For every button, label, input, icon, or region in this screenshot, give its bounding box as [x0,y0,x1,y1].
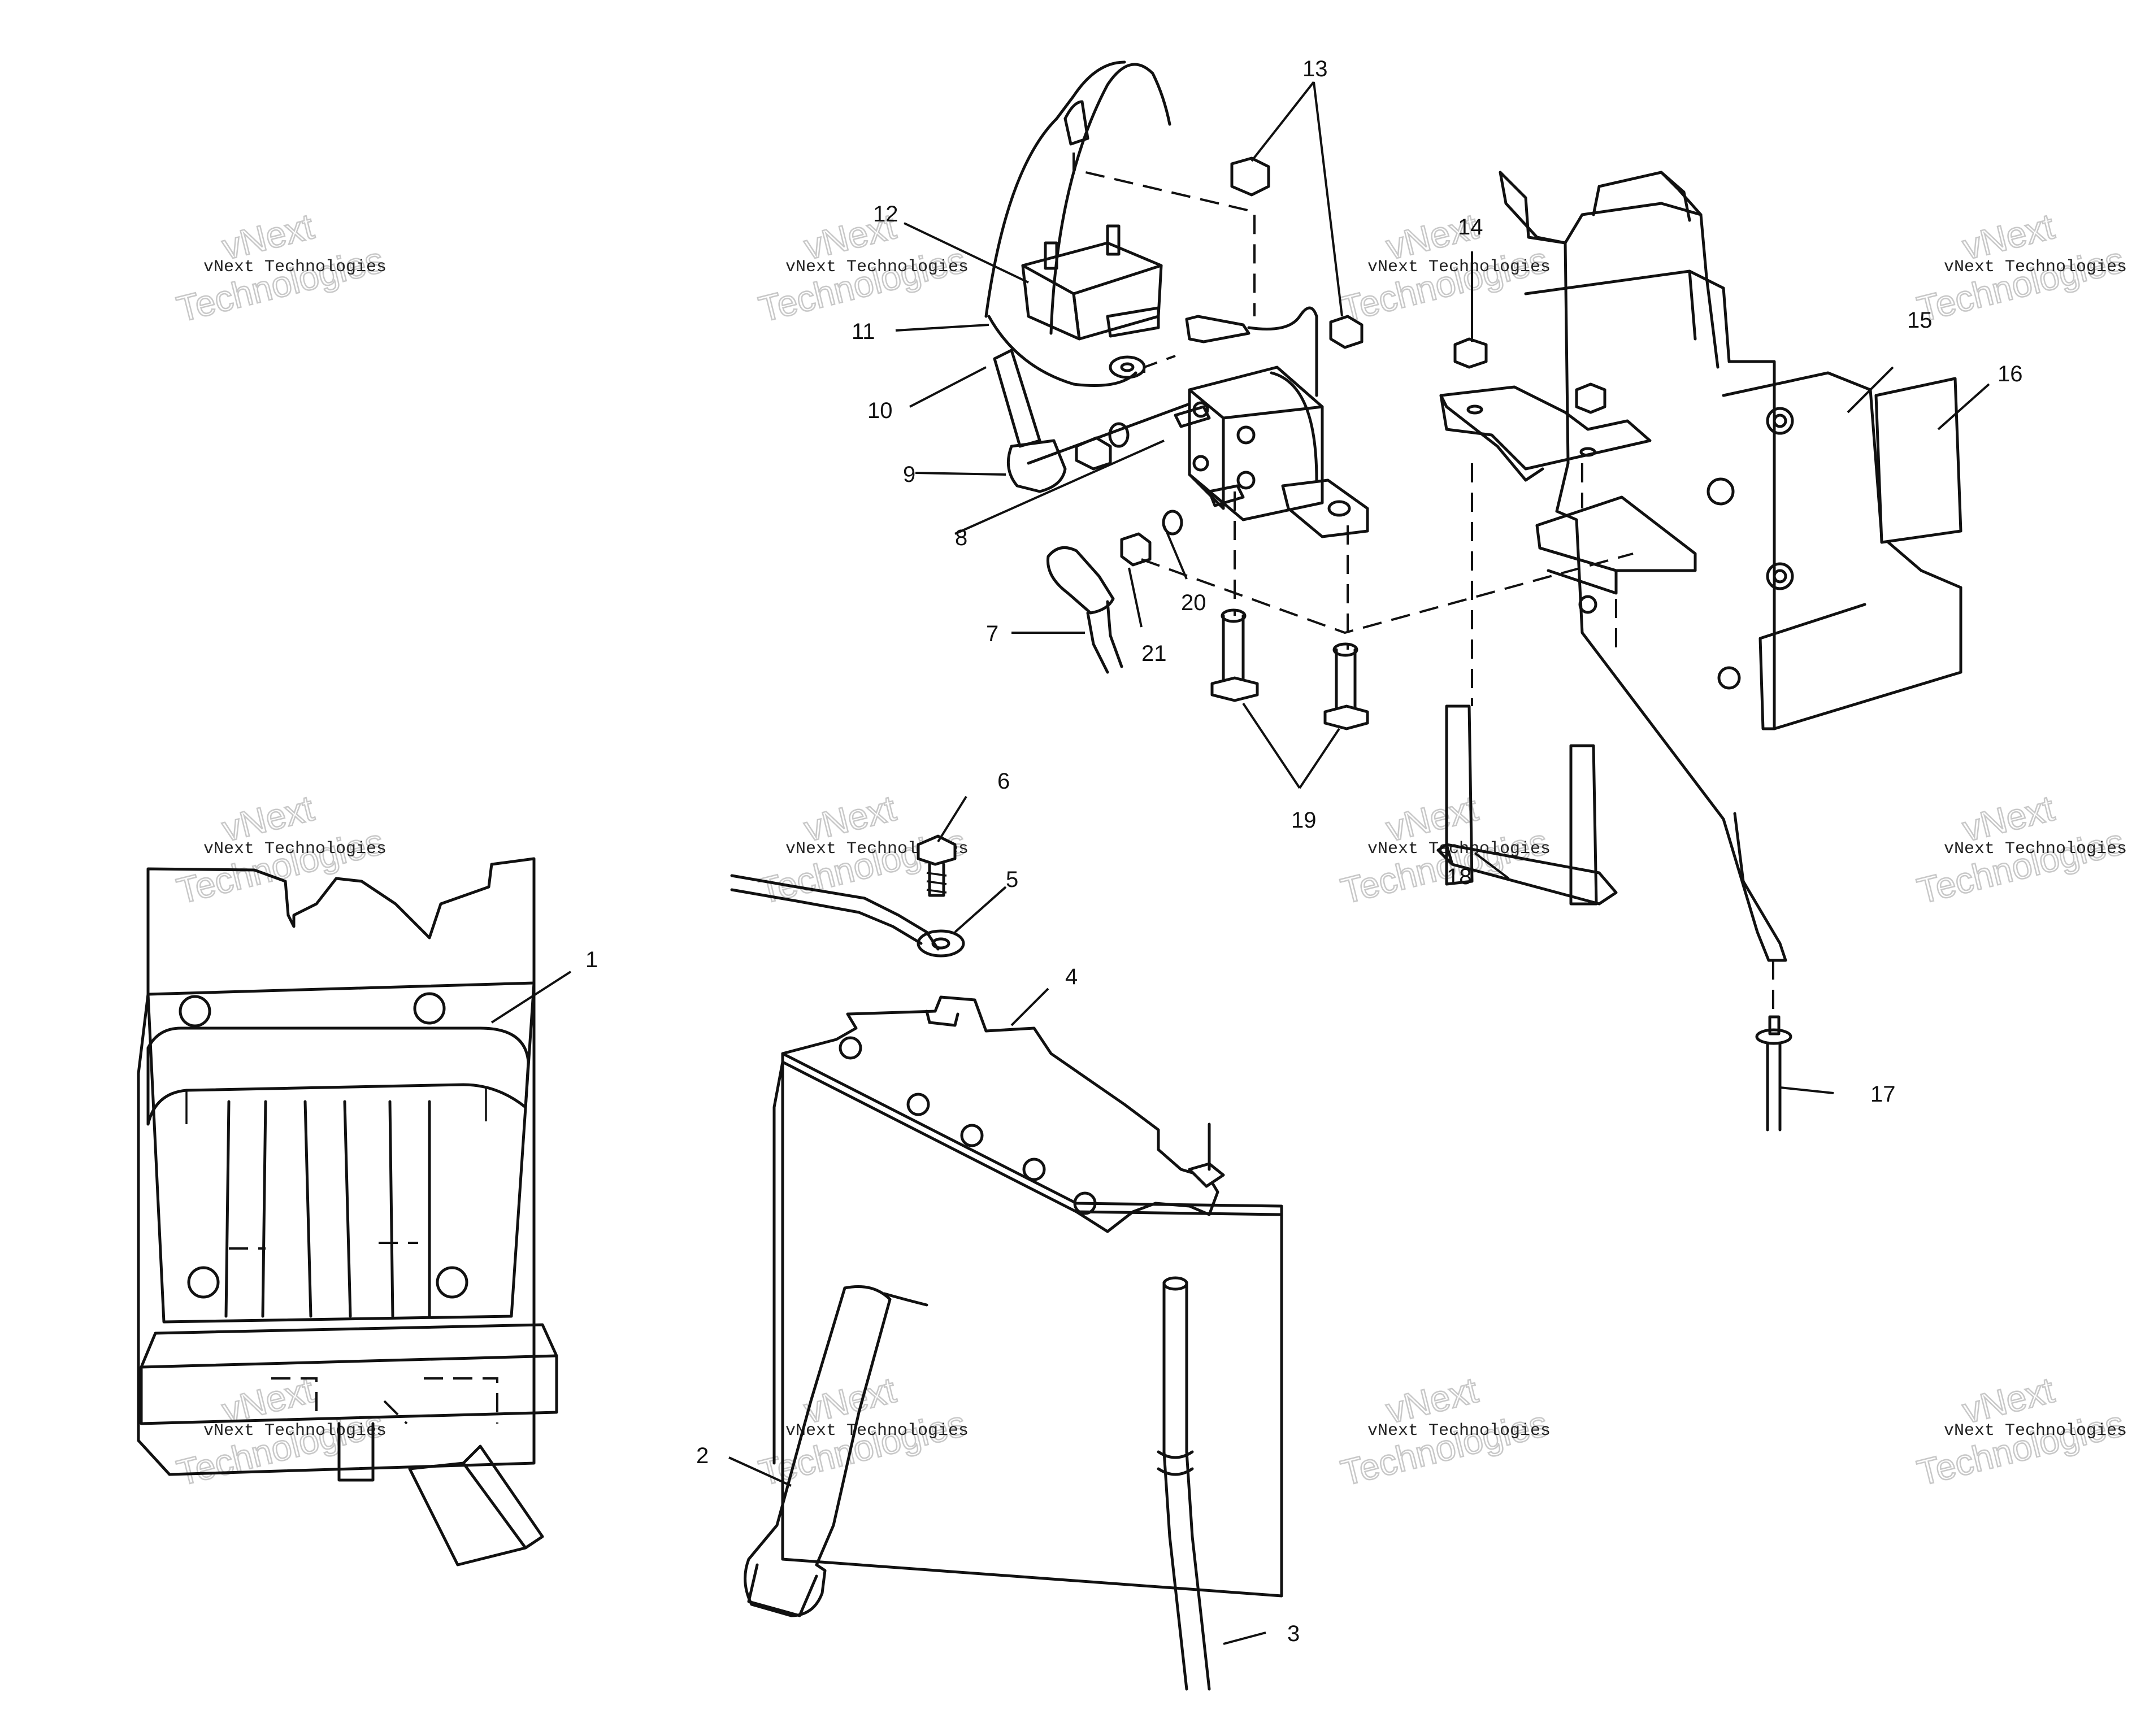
callout-21: 21 [1141,641,1167,666]
callout-3: 3 [1287,1621,1300,1646]
mount-bolts [1210,156,1369,730]
cable-strap [744,1285,928,1617]
watermark: vNext Technologies vNext Technologies [172,205,388,330]
watermark: vNext Technologies vNext Technologies [1336,205,1552,330]
callout-14: 14 [1458,215,1483,240]
watermark-layer: vNext Technologies vNext Technologies vN… [172,205,2129,1494]
callout-19: 19 [1291,808,1317,833]
svg-text:vNext Technologies: vNext Technologies [203,839,387,859]
callout-1: 1 [585,947,598,972]
svg-text:vNext Technologies: vNext Technologies [1944,258,2127,277]
svg-text:vNext Technologies: vNext Technologies [203,1421,387,1441]
callout-17: 17 [1870,1082,1896,1107]
positive-cable [1157,1276,1211,1691]
watermark: vNext Technologies vNext Technologies [172,1369,388,1494]
watermark: vNext Technologies vNext Technologies [1913,1369,2129,1494]
callout-20: 20 [1181,590,1206,615]
svg-text:vNext Technologies: vNext Technologies [785,1421,969,1441]
callout-2: 2 [696,1443,709,1468]
watermark: vNext Technologies vNext Technologies [754,1369,970,1494]
battery-holder [137,857,558,1567]
callouts: 1 2 3 4 5 6 7 8 9 10 11 12 13 14 15 16 1… [585,56,2023,1646]
mounting-bracket [1436,171,1962,1132]
watermark: vNext Technologies vNext Technologies [1336,1369,1552,1494]
starter-cable [1046,532,1152,674]
svg-text:vNext Technologies: vNext Technologies [1367,258,1551,277]
svg-text:vNext Technologies: vNext Technologies [785,258,969,277]
callout-10: 10 [867,398,893,423]
callout-18: 18 [1447,864,1472,889]
callout-8: 8 [955,525,967,550]
watermark: vNext Technologies vNext Technologies [754,205,970,330]
svg-text:vNext Technologies: vNext Technologies [1367,1421,1551,1441]
callout-7: 7 [986,621,998,646]
callout-11: 11 [852,319,875,344]
callout-15: 15 [1907,308,1933,333]
callout-6: 6 [997,769,1010,794]
callout-9: 9 [903,462,915,487]
callout-12: 12 [873,202,898,227]
callout-13: 13 [1302,56,1328,81]
terminal-bolt [730,834,965,958]
watermark: vNext Technologies vNext Technologies [1913,205,2129,330]
svg-text:vNext Technologies: vNext Technologies [203,258,387,277]
solenoid-hardware [993,349,1191,536]
svg-text:vNext Technologies: vNext Technologies [1367,839,1551,859]
watermark: vNext Technologies vNext Technologies [1913,787,2129,912]
watermark: vNext Technologies vNext Technologies [1336,787,1552,912]
leader-lines [490,81,1990,1645]
callout-5: 5 [1006,867,1018,892]
svg-text:vNext Technologies: vNext Technologies [1944,1421,2127,1441]
solenoid-assembly [984,60,1369,538]
callout-16: 16 [1998,362,2023,386]
svg-text:vNext Technologies: vNext Technologies [1944,839,2127,859]
battery [772,995,1283,1598]
watermark: vNext Technologies vNext Technologies [172,787,388,912]
alignment-lines [1072,153,1774,1017]
callout-4: 4 [1065,964,1078,989]
